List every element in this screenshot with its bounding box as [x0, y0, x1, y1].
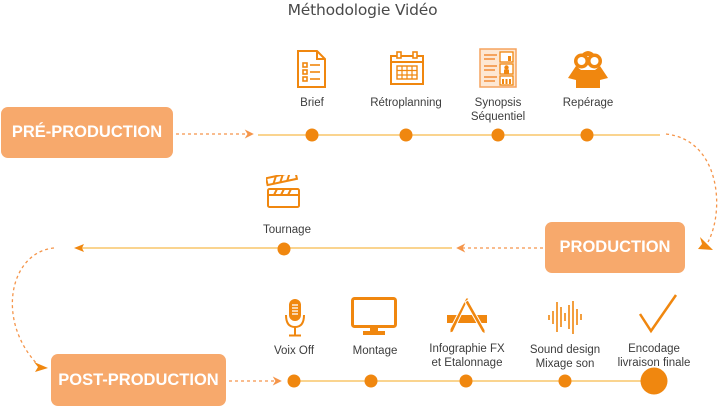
step-label-encodage: Encodage livraison finale	[618, 342, 691, 370]
storyboard-icon	[479, 48, 517, 88]
step-label-encodage-line2: livraison finale	[617, 357, 691, 369]
step-label-tournage: Tournage	[263, 224, 311, 236]
step-dot-brief[interactable]	[305, 128, 319, 142]
step-dot-tournage[interactable]	[277, 242, 291, 256]
step-label-infographie-line1: Infographie FX	[429, 343, 505, 355]
pre-to-prod-curve	[665, 133, 718, 243]
prod-to-post-arrowhead	[34, 362, 48, 372]
diagram-title: Méthodologie Vidéo	[287, 1, 438, 19]
step-label-infographie-line2: et Etalonnage	[431, 357, 503, 369]
step-label-infographie: Infographie FX et Etalonnage	[429, 342, 504, 370]
step-label-synopsis-line1: Synopsis	[474, 97, 522, 109]
binoculars-person-icon	[568, 51, 608, 88]
step-label-encodage-line1: Encodage	[628, 343, 680, 355]
step-label-brief: Brief	[300, 97, 324, 109]
clapperboard-icon	[266, 175, 300, 208]
step-label-sound-design-line2: Mixage son	[535, 358, 595, 370]
step-label-reperage: Repérage	[562, 97, 614, 109]
step-dot-synopsis[interactable]	[491, 128, 505, 142]
step-dot-montage[interactable]	[364, 374, 378, 388]
phase-production[interactable]: PRODUCTION	[545, 222, 685, 273]
design-tools-icon	[447, 297, 487, 335]
monitor-icon	[351, 297, 397, 335]
document-list-icon	[297, 50, 326, 88]
step-label-montage: Montage	[352, 345, 398, 357]
step-label-retroplanning: Rétroplanning	[370, 97, 442, 109]
pre-to-prod-arrowhead	[698, 237, 713, 250]
phase-post-production[interactable]: POST-PRODUCTION	[51, 354, 226, 406]
step-dot-retroplanning[interactable]	[399, 128, 413, 142]
calendar-icon	[390, 51, 424, 85]
step-dot-voix-off[interactable]	[287, 374, 301, 388]
step-label-sound-design: Sound design Mixage son	[530, 343, 600, 371]
checkmark-icon	[638, 294, 678, 334]
step-label-synopsis-line2: Séquentiel	[470, 111, 526, 123]
phase-pre-production[interactable]: PRÉ-PRODUCTION	[1, 107, 173, 158]
step-dot-encodage[interactable]	[640, 367, 668, 395]
step-label-voix-off: Voix Off	[273, 345, 315, 357]
prod-left-arrowhead	[74, 244, 84, 252]
microphone-icon	[285, 299, 305, 337]
prod-to-post-curve	[11, 247, 55, 366]
step-dot-infographie[interactable]	[459, 374, 473, 388]
sound-wave-icon	[548, 301, 582, 334]
step-label-sound-design-line1: Sound design	[529, 344, 601, 356]
step-dot-reperage[interactable]	[580, 128, 594, 142]
step-dot-sound-design[interactable]	[558, 374, 572, 388]
step-label-synopsis: Synopsis Séquentiel	[471, 96, 525, 124]
